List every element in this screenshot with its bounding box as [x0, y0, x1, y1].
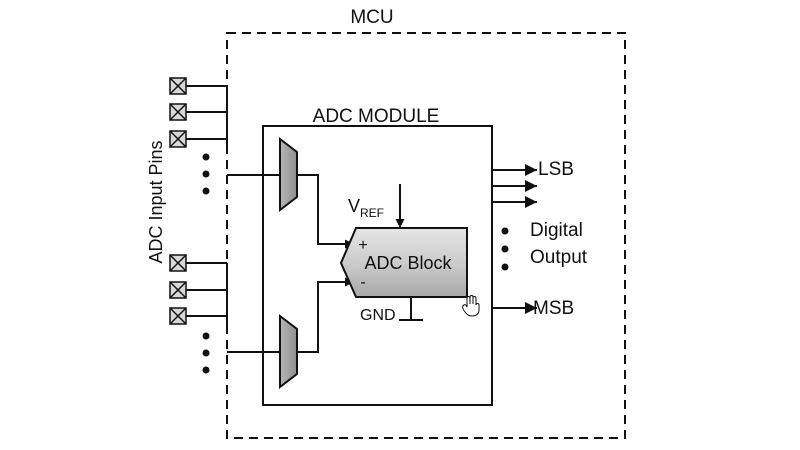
ellipsis-dot [202, 366, 210, 374]
upper-mux-to-adc-wire [297, 174, 354, 249]
ellipsis-dot [202, 332, 210, 340]
input-pin-icon [169, 130, 187, 148]
input-pin-icon [169, 77, 187, 95]
msb-label: MSB [533, 298, 574, 319]
input-pin-icon [169, 307, 187, 325]
adc-module-label: ADC MODULE [313, 106, 440, 127]
input-pin-icon [169, 254, 187, 272]
output-ellipsis-dot [501, 227, 509, 235]
adc-input-pins-label: ADC Input Pins [146, 140, 166, 263]
ellipsis-dot [202, 349, 210, 357]
gnd-label: GND [360, 307, 396, 324]
hand-cursor-icon [462, 295, 480, 317]
adc-minus-input: - [360, 274, 365, 291]
vref-main: V [348, 196, 360, 216]
vref-label: VREF [348, 196, 384, 220]
lsb-label: LSB [538, 159, 574, 180]
lower-mux-to-adc-wire [297, 277, 354, 353]
upper-pin-group [169, 77, 280, 195]
upper-multiplexer [279, 136, 298, 213]
input-pin-icon [169, 103, 187, 121]
digital-output-label-line1: Digital [530, 220, 583, 241]
input-pin-icon [169, 281, 187, 299]
adc-block-label: ADC Block [364, 253, 452, 273]
vref-subscript: REF [360, 206, 384, 220]
output-ellipsis-dot [501, 263, 509, 271]
ellipsis-dot [202, 153, 210, 161]
mcu-boundary [226, 32, 626, 439]
ellipsis-dot [202, 170, 210, 178]
lower-pin-group [169, 254, 280, 374]
mcu-label: MCU [350, 7, 393, 28]
adc-plus-input: + [358, 237, 367, 254]
digital-output-label-line2: Output [530, 247, 588, 268]
lower-multiplexer [279, 313, 298, 390]
output-ellipsis-dot [501, 245, 509, 253]
ellipsis-dot [202, 187, 210, 195]
